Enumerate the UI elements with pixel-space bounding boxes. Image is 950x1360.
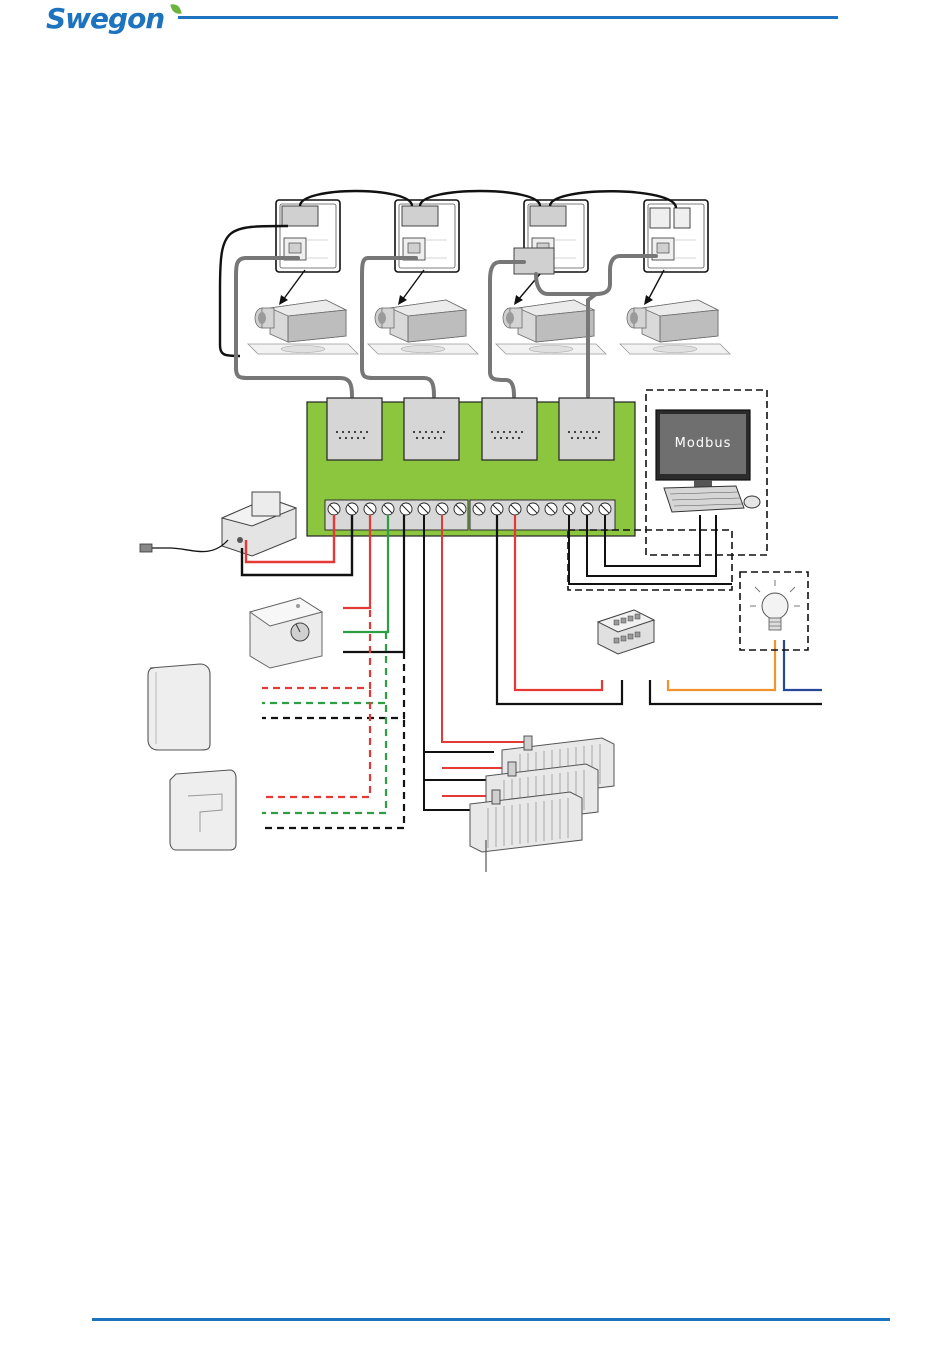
light-bulb-icon xyxy=(740,572,808,650)
relay-module-icon xyxy=(598,610,654,654)
wall-sensor-icon xyxy=(170,770,236,850)
transformer-icon xyxy=(222,492,296,556)
room-thermostat-icon xyxy=(250,598,322,668)
plug-in-module xyxy=(327,398,382,460)
ceiling-cassette-unit xyxy=(620,300,730,354)
controller-board xyxy=(307,398,635,536)
ceiling-cassette-unit xyxy=(368,300,478,354)
modbus-label: Modbus xyxy=(675,436,732,451)
plug-in-module xyxy=(559,398,614,460)
plug-in-module xyxy=(404,398,459,460)
mouse-icon xyxy=(744,496,760,508)
computer-monitor-icon: Modbus xyxy=(656,410,750,488)
keyboard-icon xyxy=(664,486,744,512)
wall-sensor-icon xyxy=(148,664,210,750)
power-plug-icon xyxy=(140,540,228,552)
footer-rule xyxy=(92,1318,890,1321)
ceiling-cassette-unit xyxy=(248,300,358,354)
plug-in-module xyxy=(482,398,537,460)
